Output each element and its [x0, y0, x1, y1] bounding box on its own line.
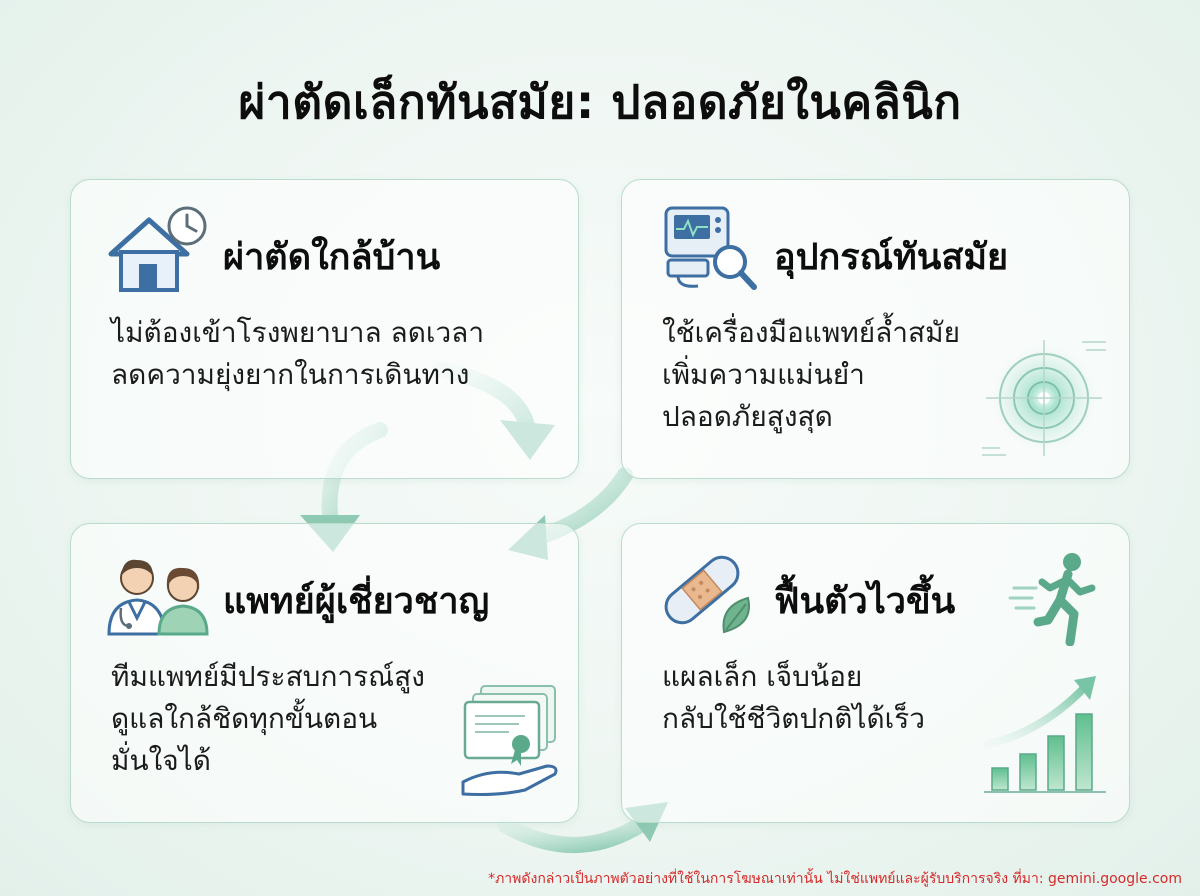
- card-description-line: ไม่ต้องเข้าโรงพยาบาล ลดเวลา: [111, 316, 485, 349]
- running-person-icon: [1008, 553, 1096, 646]
- card-description-line: ดูแลใกล้ชิดทุกขั้นตอน: [111, 702, 378, 735]
- card-fast-recovery: ฟื้นตัวไวขึ้น แผลเล็ก เจ็บน้อย กลับใช้ชี…: [621, 523, 1130, 823]
- card-title: แพทย์ผู้เชี่ยวชาญ: [223, 581, 490, 622]
- card-description-line: มั่นใจได้: [111, 744, 211, 777]
- target-scan-icon: [982, 340, 1106, 456]
- house-clock-icon: [108, 206, 207, 292]
- doctor-patient-icon: [107, 559, 209, 636]
- card-description-line: เพิ่มความแม่นยำ: [662, 358, 865, 391]
- card-title: ผ่าตัดใกล้บ้าน: [223, 237, 441, 278]
- card-title: อุปกรณ์ทันสมัย: [774, 237, 1009, 278]
- medical-device-magnifier-icon: [664, 206, 757, 290]
- bandage-leaf-icon: [664, 555, 750, 634]
- card-expert-doctors: แพทย์ผู้เชี่ยวชาญ ทีมแพทย์มีประสบการณ์สู…: [70, 523, 579, 823]
- certificate-hand-icon: [461, 685, 558, 796]
- card-description: ทีมแพทย์มีประสบการณ์สูง ดูแลใกล้ชิดทุกขั…: [111, 656, 425, 782]
- card-description: ไม่ต้องเข้าโรงพยาบาล ลดเวลา ลดความยุ่งยา…: [111, 312, 484, 396]
- card-description-line: แผลเล็ก เจ็บน้อย: [662, 660, 863, 693]
- card-title: ฟื้นตัวไวขึ้น: [774, 581, 956, 622]
- card-description-line: ปลอดภัยสูงสุด: [662, 400, 833, 433]
- card-description-line: ใช้เครื่องมือแพทย์ล้ำสมัย: [662, 316, 960, 349]
- disclaimer-text: *ภาพดังกล่าวเป็นภาพตัวอย่างที่ใช้ในการโฆ…: [488, 871, 1182, 887]
- page-title: ผ่าตัดเล็กทันสมัย: ปลอดภัยในคลินิก: [238, 75, 962, 129]
- card-modern-equipment: อุปกรณ์ทันสมัย ใช้เครื่องมือแพทย์ล้ำสมัย…: [621, 179, 1130, 479]
- growth-chart-icon: [984, 676, 1106, 793]
- card-description-line: กลับใช้ชีวิตปกติได้เร็ว: [662, 702, 925, 735]
- card-description-line: ลดความยุ่งยากในการเดินทาง: [111, 358, 470, 391]
- card-description-line: ทีมแพทย์มีประสบการณ์สูง: [111, 660, 425, 693]
- card-near-home: ผ่าตัดใกล้บ้าน ไม่ต้องเข้าโรงพยาบาล ลดเว…: [70, 179, 579, 479]
- card-description: แผลเล็ก เจ็บน้อย กลับใช้ชีวิตปกติได้เร็ว: [662, 656, 925, 740]
- card-description: ใช้เครื่องมือแพทย์ล้ำสมัย เพิ่มความแม่นย…: [662, 312, 960, 438]
